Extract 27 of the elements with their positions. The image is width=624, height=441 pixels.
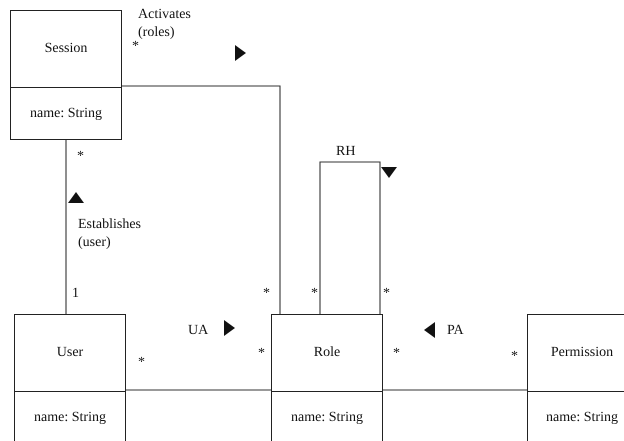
multiplicity-label: * bbox=[77, 150, 84, 164]
class-box bbox=[527, 314, 624, 441]
multiplicity-label: * bbox=[511, 350, 518, 364]
class-name: Permission bbox=[550, 345, 614, 361]
multiplicity-label: * bbox=[383, 287, 390, 301]
multiplicity-label: 1 bbox=[72, 287, 79, 301]
class-name: User bbox=[56, 345, 84, 361]
class-box bbox=[271, 314, 383, 441]
multiplicity-label: * bbox=[393, 347, 400, 361]
multiplicity-label: * bbox=[263, 287, 270, 301]
attribute-text: name: String bbox=[34, 410, 106, 426]
association-line bbox=[383, 389, 527, 391]
attribute-text: name: String bbox=[291, 410, 363, 426]
class-box bbox=[10, 10, 122, 140]
multiplicity-label: * bbox=[311, 287, 318, 301]
class-name: Session bbox=[44, 41, 88, 57]
attribute-text: name: String bbox=[546, 410, 618, 426]
class-box bbox=[14, 314, 126, 441]
attribute-text: name: String bbox=[30, 106, 102, 122]
association-line bbox=[126, 389, 271, 391]
association-line bbox=[65, 140, 67, 314]
multiplicity-label: * bbox=[132, 40, 139, 54]
class-name: Role bbox=[314, 345, 340, 361]
association-line bbox=[122, 85, 281, 314]
association-line bbox=[319, 161, 381, 314]
multiplicity-label: * bbox=[258, 347, 265, 361]
multiplicity-label: * bbox=[138, 356, 145, 370]
